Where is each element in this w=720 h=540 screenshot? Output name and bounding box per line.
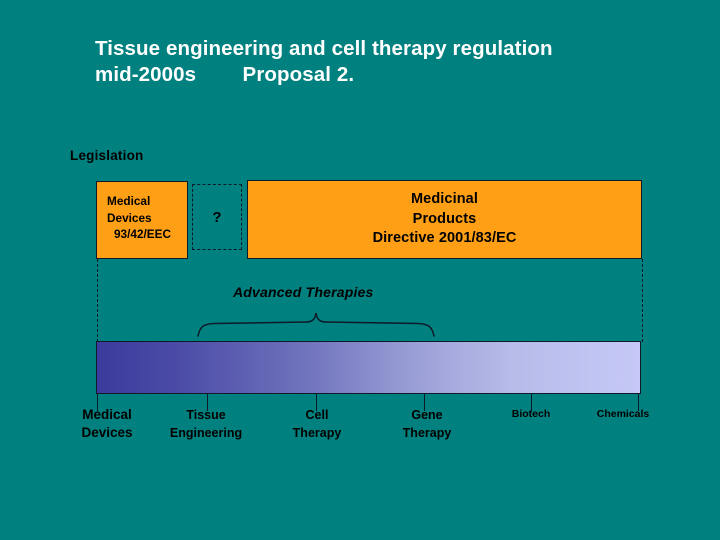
spectrum-label-cell-therapy-line-1: Cell bbox=[305, 408, 329, 422]
dashed-connector-right bbox=[642, 259, 643, 342]
medical-devices-legislation-box: Medical Devices 93/42/EEC bbox=[96, 181, 188, 259]
spectrum-label-chemicals-line-1: Chemicals bbox=[596, 408, 650, 420]
spectrum-gradient-bar bbox=[96, 341, 641, 394]
spectrum-tick-gene-therapy bbox=[424, 394, 425, 411]
spectrum-label-gene-therapy-line-1: Gene bbox=[411, 408, 443, 422]
md-line-2: Devices bbox=[107, 210, 152, 225]
spectrum-label-chemicals: Chemicals bbox=[563, 405, 683, 423]
spectrum-label-medical-devices-line-1: Medical bbox=[82, 407, 132, 422]
spectrum-label-cell-therapy-line-2: Therapy bbox=[292, 426, 342, 440]
spectrum-tick-chemicals bbox=[638, 394, 639, 411]
curly-brace-icon bbox=[196, 310, 436, 338]
spectrum-tick-medical-devices bbox=[97, 394, 98, 411]
title-line-1: Tissue engineering and cell therapy regu… bbox=[95, 37, 553, 60]
page-title: Tissue engineering and cell therapy regu… bbox=[95, 36, 655, 88]
spectrum-label-medical-devices-line-2: Devices bbox=[81, 425, 133, 440]
spectrum-tick-cell-therapy bbox=[316, 394, 317, 411]
medicinal-products-legislation-box: Medicinal Products Directive 2001/83/EC bbox=[247, 180, 642, 259]
spectrum-label-tissue-engineering-line-2: Engineering bbox=[169, 426, 243, 440]
mp-line-2: Products bbox=[412, 210, 477, 227]
title-line-2: mid-2000s Proposal 2. bbox=[95, 63, 355, 86]
question-mark-label: ? bbox=[212, 208, 222, 226]
mp-line-3: Directive 2001/83/EC bbox=[372, 230, 517, 247]
dashed-connector-left bbox=[97, 259, 98, 342]
unknown-regulation-box: ? bbox=[192, 184, 242, 250]
spectrum-label-gene-therapy-line-2: Therapy bbox=[402, 426, 452, 440]
md-line-1: Medical bbox=[107, 194, 151, 208]
spectrum-label-tissue-engineering-line-1: Tissue bbox=[186, 408, 226, 422]
md-line-3: 93/42/EEC bbox=[114, 227, 172, 241]
legislation-heading: Legislation bbox=[70, 148, 144, 163]
mp-line-1: Medicinal bbox=[411, 191, 478, 208]
spectrum-tick-biotech bbox=[531, 394, 532, 411]
spectrum-label-biotech-line-1: Biotech bbox=[511, 408, 551, 420]
advanced-therapies-label: Advanced Therapies bbox=[233, 284, 374, 300]
spectrum-label-biotech: Biotech bbox=[471, 405, 591, 423]
spectrum-tick-tissue-engineering bbox=[207, 394, 208, 411]
